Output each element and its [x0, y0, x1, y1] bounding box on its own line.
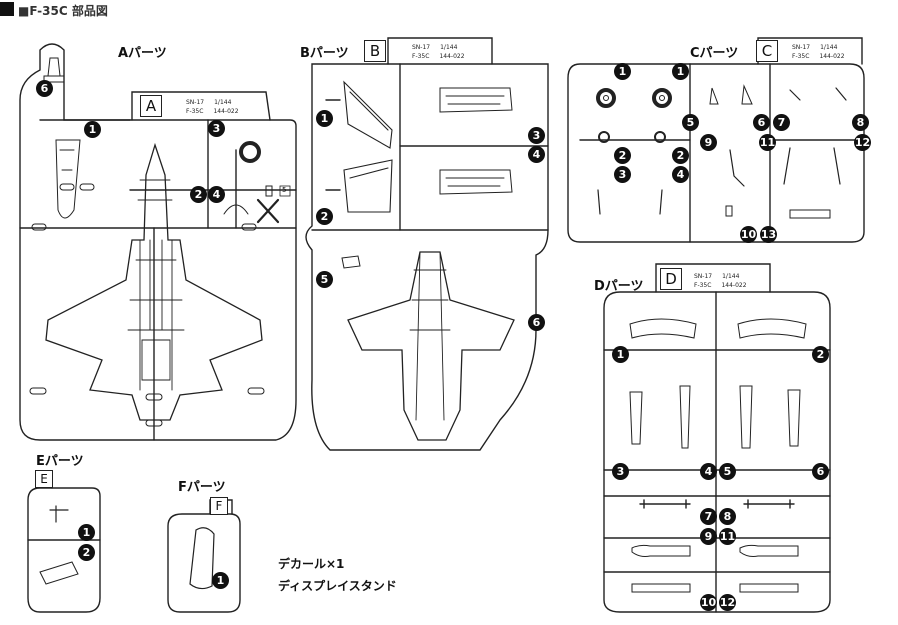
part-e1-badge: 1 [78, 524, 95, 541]
part-a4-badge: 4 [208, 186, 225, 203]
sheet-b-scale: 1/144 [440, 44, 458, 51]
part-c2b-badge: 2 [672, 147, 689, 164]
sheet-b-info: SN-17 1/144 F-35C 144-022 [412, 43, 475, 61]
sprue-e [27, 471, 101, 613]
part-d6-badge: 6 [812, 463, 829, 480]
part-d1-badge: 1 [612, 346, 629, 363]
sheet-c-code: SN-17 [792, 44, 811, 51]
sheet-a-header: Aパーツ [118, 46, 167, 61]
sheet-d-header: Dパーツ [594, 279, 644, 294]
part-c3-badge: 3 [614, 166, 631, 183]
sheet-f-letter: F [210, 497, 228, 515]
sheet-b-partno: 144-022 [439, 53, 465, 60]
sheet-c-scale: 1/144 [820, 44, 838, 51]
part-e2-badge: 2 [78, 544, 95, 561]
sprue-a [19, 43, 297, 441]
sheet-a-info: SN-17 1/144 F-35C 144-022 [186, 98, 249, 116]
sheet-a-letter: A [140, 95, 162, 117]
decal-note: デカール×1 [278, 557, 345, 571]
sheet-b-letter: B [364, 40, 386, 62]
page-title: ■F-35C 部品図 [0, 2, 108, 19]
part-c10-badge: 10 [740, 226, 757, 243]
part-c7-badge: 7 [773, 114, 790, 131]
sheet-c-letter: C [756, 40, 778, 62]
part-a3-badge: 3 [208, 120, 225, 137]
part-a2-badge: 2 [190, 186, 207, 203]
part-b5-badge: 5 [316, 271, 333, 288]
title-bullet-icon [0, 2, 14, 16]
sheet-f-header: Fパーツ [178, 480, 226, 495]
sprue-d [603, 263, 831, 613]
part-c6-badge: 6 [753, 114, 770, 131]
part-b1-badge: 1 [316, 110, 333, 127]
sprue-b [305, 37, 549, 451]
part-a6-badge: 6 [36, 80, 53, 97]
sheet-b-code: SN-17 [412, 44, 431, 51]
sheet-e-letter: E [35, 470, 53, 488]
part-d11-badge: 11 [719, 528, 736, 545]
sheet-c-header: Cパーツ [690, 46, 739, 61]
sheet-d-scale: 1/144 [722, 273, 740, 280]
part-c5-badge: 5 [682, 114, 699, 131]
sheet-a-partno: 144-022 [213, 108, 239, 115]
sprue-f [167, 499, 241, 613]
part-d8-badge: 8 [719, 508, 736, 525]
part-c13-badge: 13 [760, 226, 777, 243]
sheet-d-partno: 144-022 [721, 282, 747, 289]
sheet-d-code: SN-17 [694, 273, 713, 280]
part-c2a-badge: 2 [614, 147, 631, 164]
part-b4-badge: 4 [528, 146, 545, 163]
part-d9-badge: 9 [700, 528, 717, 545]
sheet-a-model: F-35C [186, 108, 204, 115]
part-c4-badge: 4 [672, 166, 689, 183]
sheet-c-info: SN-17 1/144 F-35C 144-022 [792, 43, 855, 61]
page-title-text: ■F-35C 部品図 [18, 4, 108, 18]
part-d5-badge: 5 [719, 463, 736, 480]
part-d7-badge: 7 [700, 508, 717, 525]
part-c12-badge: 12 [854, 134, 871, 151]
sheet-c-model: F-35C [792, 53, 810, 60]
sheet-d-letter: D [660, 268, 682, 290]
part-d3-badge: 3 [612, 463, 629, 480]
part-c1b-badge: 1 [672, 63, 689, 80]
sheet-c-partno: 144-022 [819, 53, 845, 60]
part-d4-badge: 4 [700, 463, 717, 480]
part-c1a-badge: 1 [614, 63, 631, 80]
part-b2-badge: 2 [316, 208, 333, 225]
sheet-b-model: F-35C [412, 53, 430, 60]
sheet-e-header: Eパーツ [36, 454, 84, 469]
sheet-d-info: SN-17 1/144 F-35C 144-022 [694, 272, 757, 290]
sheet-d-model: F-35C [694, 282, 712, 289]
sheet-a-scale: 1/144 [214, 99, 232, 106]
part-d10-badge: 10 [700, 594, 717, 611]
part-a1-badge: 1 [84, 121, 101, 138]
part-f1-badge: 1 [212, 572, 229, 589]
part-b3-badge: 3 [528, 127, 545, 144]
part-d2-badge: 2 [812, 346, 829, 363]
display-stand-note: ディスプレイスタンド [278, 579, 397, 593]
part-b6-badge: 6 [528, 314, 545, 331]
sheet-a-code: SN-17 [186, 99, 205, 106]
unused-part-number: 5 [282, 186, 287, 194]
part-d12-badge: 12 [719, 594, 736, 611]
part-c9-badge: 9 [700, 134, 717, 151]
part-c11-badge: 11 [759, 134, 776, 151]
part-c8-badge: 8 [852, 114, 869, 131]
sheet-b-header: Bパーツ [300, 46, 349, 61]
